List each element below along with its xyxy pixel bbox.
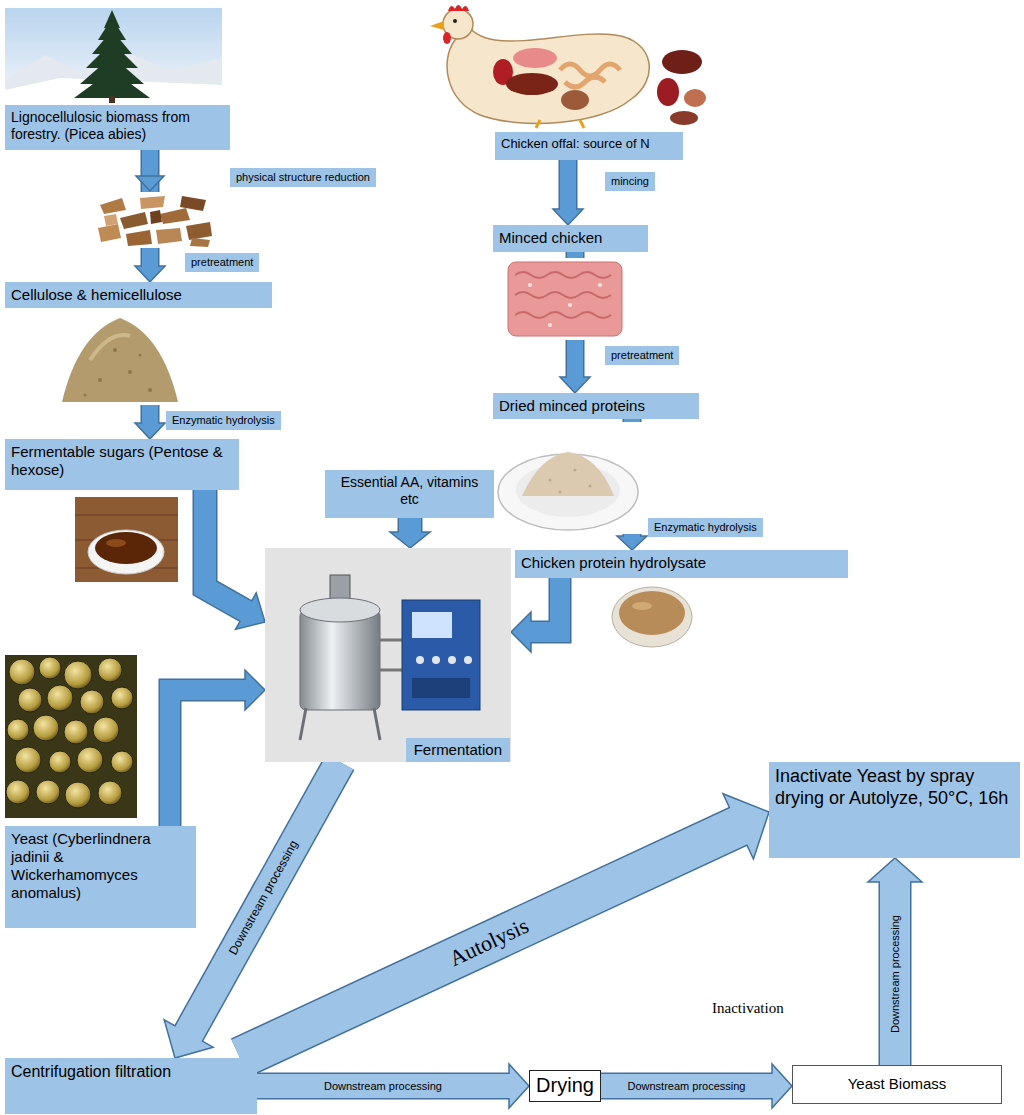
- box-text: Fermentable sugars (Pentose & hexose): [11, 443, 233, 479]
- step-label: pretreatment: [185, 253, 259, 272]
- arrow-shaft: [528, 578, 560, 632]
- box-text: Dried minced proteins: [499, 397, 693, 415]
- process-box: Minced chicken: [493, 225, 648, 252]
- process-box: Dried minced proteins: [493, 393, 699, 419]
- arrow-outline: [170, 690, 247, 826]
- arrow-label: Autolysis: [443, 912, 536, 973]
- fermenter-box: Fermentation: [265, 548, 511, 762]
- step-label: physical structure reduction: [230, 168, 376, 187]
- arrow-shaft: [240, 825, 741, 1058]
- process-box: Chicken protein hydrolysate: [515, 550, 848, 578]
- spruce-photo: [5, 8, 222, 103]
- block-arrow: [240, 794, 769, 1058]
- arrow-label: Downstream processing: [226, 836, 304, 960]
- process-box: Centrifugation filtration: [5, 1058, 257, 1114]
- cellulose-powder-photo: [60, 308, 180, 405]
- chicken-anatomy-picture: [430, 5, 706, 128]
- step-note: Inactivation: [712, 1000, 784, 1017]
- arrow-shaft: [170, 690, 248, 826]
- arrow-shaft: [880, 879, 910, 1065]
- box-text: Inactivate Yeast by spray drying or Auto…: [775, 766, 1014, 809]
- arrow-shaft: [560, 160, 576, 212]
- block-arrow: [205, 490, 265, 629]
- box-text: Chicken protein hydrolysate: [521, 554, 842, 572]
- box-text: Drying: [535, 1073, 595, 1097]
- arrow-shaft: [257, 1074, 512, 1098]
- source-box: Lignocellulosic biomass from forestry. (…: [5, 105, 230, 150]
- step-label: Enzymatic hydrolysis: [166, 411, 281, 430]
- product-box: Yeast Biomass: [792, 1065, 1002, 1104]
- minced-meat-photo: [505, 258, 625, 340]
- supplement-box: Essential AA, vitamins etc: [325, 470, 494, 518]
- box-text: Minced chicken: [499, 229, 642, 247]
- wood-chips-photo: [95, 176, 215, 248]
- box-text: Yeast Biomass: [799, 1075, 995, 1093]
- inactivation-box: Inactivate Yeast by spray drying or Auto…: [769, 762, 1020, 858]
- block-arrow: [601, 1064, 792, 1108]
- bioreactor-picture: [265, 548, 511, 762]
- arrow-label: Downstream processing: [625, 1080, 749, 1093]
- yeast-box: Yeast (Cyberlindnera jadinii & Wickerham…: [5, 826, 196, 928]
- process-box: Fermentable sugars (Pentose & hexose): [5, 439, 239, 490]
- box-text: Fermentation: [406, 738, 510, 762]
- block-arrow: [257, 1064, 529, 1108]
- dried-protein-photo: [495, 422, 645, 534]
- process-box: Drying: [529, 1070, 601, 1102]
- block-arrow: [511, 578, 560, 652]
- box-text: Centrifugation filtration: [11, 1062, 251, 1081]
- block-arrow: [390, 518, 430, 548]
- arrow-label: Downstream processing: [321, 1080, 445, 1093]
- block-arrow: [553, 160, 583, 225]
- box-text: Cellulose & hemicellulose: [11, 286, 266, 304]
- arrow-shaft: [601, 1074, 775, 1098]
- box-text: Essential AA, vitamins etc: [331, 474, 488, 508]
- arrow-shaft: [399, 518, 421, 535]
- box-text: Chicken offal: source of N: [501, 136, 677, 152]
- step-label: Enzymatic hydrolysis: [648, 518, 763, 537]
- box-text: Lignocellulosic biomass from forestry. (…: [11, 109, 224, 143]
- arrow-label: Downstream processing: [889, 912, 902, 1036]
- sugar-syrup-photo: [75, 497, 178, 582]
- step-label: mincing: [605, 172, 655, 191]
- process-box: Cellulose & hemicellulose: [5, 282, 272, 308]
- block-arrow: [868, 858, 922, 1065]
- box-text: Yeast (Cyberlindnera jadinii & Wickerham…: [11, 830, 190, 902]
- source-box: Chicken offal: source of N: [495, 132, 683, 160]
- yeast-micrograph: [5, 655, 137, 818]
- arrow-shaft: [205, 490, 249, 613]
- arrow-shaft: [187, 762, 340, 1036]
- arrow-head: [868, 858, 922, 882]
- hydrolysate-photo: [612, 587, 692, 647]
- step-label: pretreatment: [605, 346, 679, 365]
- block-arrow: [170, 670, 265, 826]
